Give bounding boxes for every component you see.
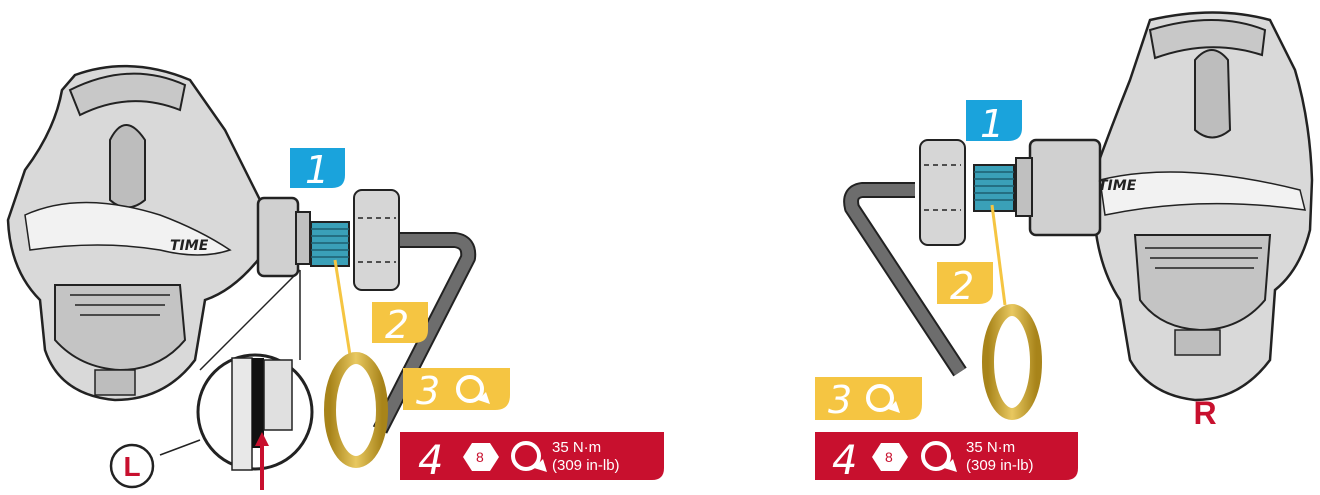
right-step3-number: 3 [828, 378, 852, 422]
left-step3-rotate-icon [456, 375, 490, 404]
right-step3-rotate-icon [866, 384, 900, 413]
left-brand-logo: TIME [170, 238, 209, 254]
left-torque-inlb: (309 in-lb) [552, 457, 620, 474]
left-side-badge [109, 443, 155, 489]
right-pedal-body [1015, 11, 1314, 402]
right-step2-number: 2 [950, 264, 974, 308]
left-torque-rotate-icon [511, 441, 547, 472]
left-washer-pointer [333, 259, 352, 356]
left-step2-number: 2 [385, 303, 409, 347]
left-detail-magnifier [196, 269, 314, 490]
left-hex-size: 8 [476, 449, 484, 465]
left-step1-number: 1 [305, 148, 329, 192]
right-step2-badge [937, 262, 993, 304]
right-side-label: R [1193, 395, 1216, 431]
left-step1-badge [290, 148, 345, 188]
right-step1-badge [966, 100, 1022, 141]
left-torque-nm: 35 N·m [552, 439, 601, 456]
right-washer [982, 304, 1042, 420]
left-pedal-body [6, 64, 311, 402]
right-torque-inlb: (309 in-lb) [966, 457, 1034, 474]
right-step1-number: 1 [980, 102, 1004, 146]
right-torque-nm: 35 N·m [966, 439, 1015, 456]
left-crank-arm [353, 189, 400, 291]
left-step3-number: 3 [416, 369, 440, 413]
left-washer [324, 352, 388, 468]
left-step2-badge [372, 302, 428, 343]
right-torque-rotate-icon [921, 441, 957, 472]
right-washer-pointer [990, 204, 1007, 306]
left-side-label: L [123, 451, 140, 482]
right-step4-number: 4 [832, 438, 857, 484]
right-crank-arm [919, 139, 966, 246]
left-hex-key-icon [463, 443, 499, 471]
left-step4-bar [400, 432, 664, 480]
right-hex-key-icon [872, 443, 908, 471]
left-step4-number: 4 [418, 438, 443, 484]
right-hex-size: 8 [885, 449, 893, 465]
right-brand-logo: TIME [1098, 178, 1137, 194]
